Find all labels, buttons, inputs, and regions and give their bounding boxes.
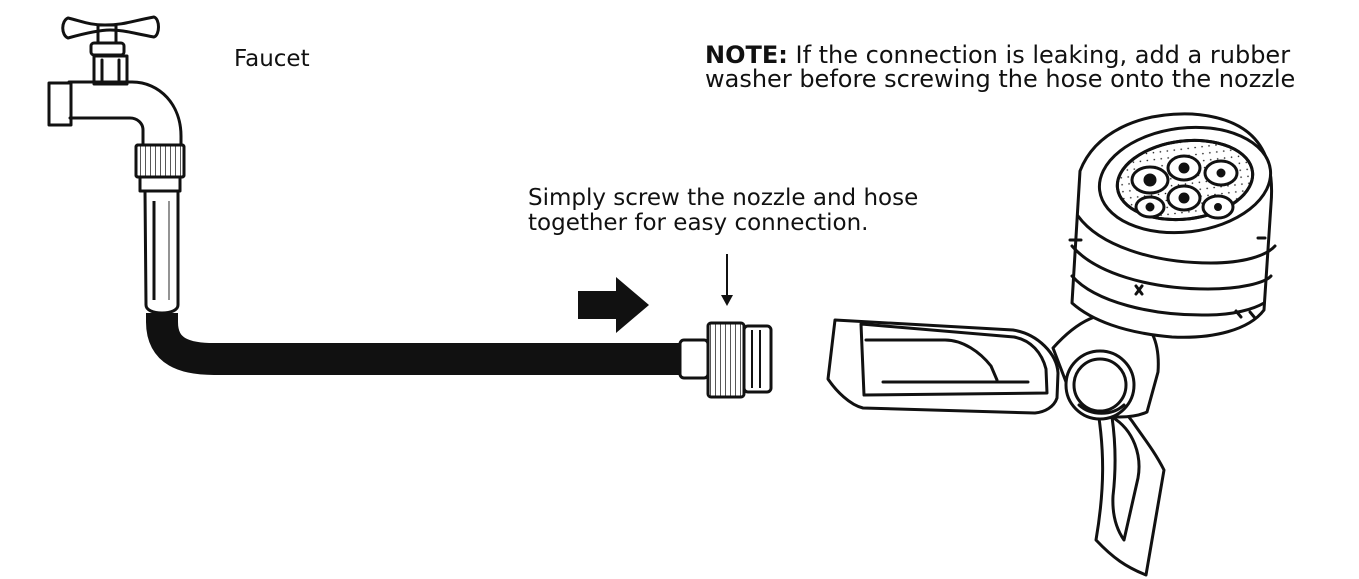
note-line-2: washer before screwing the hose onto the…	[705, 65, 1296, 93]
instruction-line-1: Simply screw the nozzle and hose	[528, 185, 919, 211]
garden-hose-icon	[143, 189, 773, 399]
faucet-icon	[47, 15, 186, 193]
note-line-1: If the connection is leaking, add a rubb…	[787, 41, 1291, 69]
connection-pointer-icon	[721, 254, 733, 306]
faucet-label: Faucet	[234, 46, 310, 72]
right-arrow-icon	[578, 277, 649, 333]
connection-instruction: Simply screw the nozzle and hose togethe…	[528, 186, 918, 236]
instruction-line-2: together for easy connection.	[528, 210, 869, 236]
note-prefix: NOTE:	[705, 41, 788, 69]
hose-nozzle-icon	[826, 112, 1277, 577]
leak-note: NOTE: If the connection is leaking, add …	[705, 43, 1295, 91]
